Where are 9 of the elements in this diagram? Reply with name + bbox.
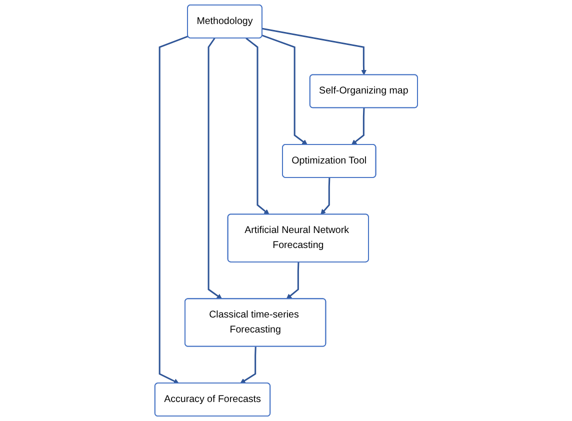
arrow [286, 262, 300, 300]
arrow [262, 34, 308, 145]
arrow [158, 36, 188, 384]
arrow [240, 346, 256, 384]
arrow [320, 178, 330, 215]
arrow [245, 38, 270, 215]
arrow [262, 28, 366, 76]
arrow [351, 108, 365, 145]
arrow [208, 38, 222, 300]
